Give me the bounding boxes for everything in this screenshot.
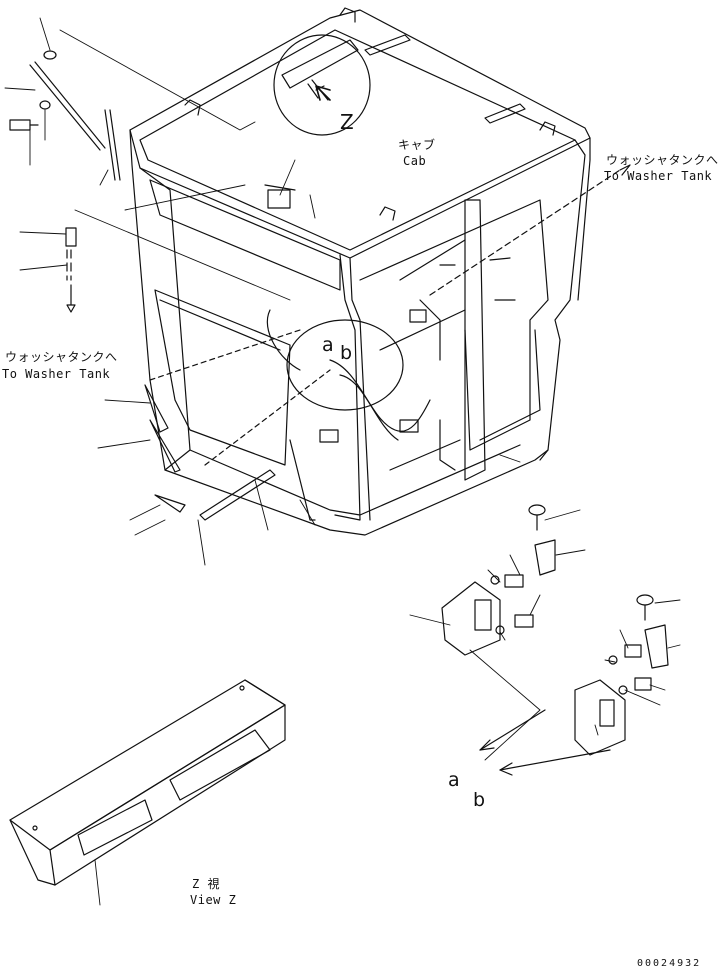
z-detail-circle	[273, 34, 371, 136]
view-z-label-jp: Z 視	[192, 877, 220, 891]
leader-lines	[4, 17, 681, 906]
document-number: 00024932	[637, 958, 702, 969]
wiper-blades	[144, 384, 316, 521]
washer-tank-right-en: To Washer Tank	[604, 169, 713, 183]
cab-label-en: Cab	[403, 154, 427, 168]
washer-tank-left-jp: ウォッシャタンクへ	[5, 350, 118, 364]
ref-a-cab: a	[322, 334, 334, 356]
cab-body	[129, 7, 621, 536]
cab-label-jp: キャブ	[398, 138, 436, 152]
washer-tank-left-en: To Washer Tank	[2, 367, 111, 381]
ref-b-detail: b	[473, 789, 486, 811]
detail-circle	[286, 319, 404, 411]
ref-b-cab: b	[340, 342, 353, 364]
washer-tank-right-jp: ウォッシャタンクへ	[606, 153, 719, 167]
direction-arrows	[315, 85, 631, 776]
ref-a-detail: a	[448, 769, 460, 791]
z-mark: Z	[340, 110, 354, 134]
latch-detail-b	[574, 594, 669, 756]
wiper-arm-assembly	[9, 50, 121, 181]
view-z-label-en: View Z	[190, 893, 237, 907]
view-z-panel	[9, 679, 286, 886]
washer-nozzle	[65, 227, 77, 313]
latch-detail-a	[441, 504, 556, 656]
